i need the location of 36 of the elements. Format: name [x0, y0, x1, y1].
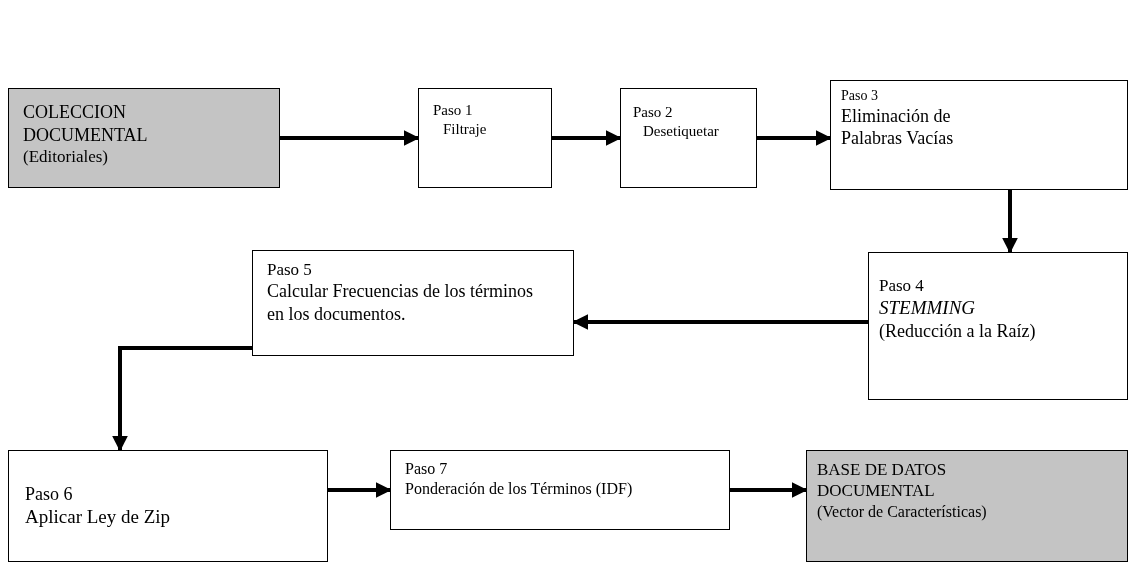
- process-box: [620, 88, 757, 188]
- arrow: [112, 346, 252, 452]
- step-title: Paso 3: [841, 87, 879, 105]
- process-box: [390, 450, 730, 530]
- step-text: Ponderación de los Términos (IDF): [405, 479, 634, 499]
- step-title: COLECCION DOCUMENTAL: [23, 101, 149, 146]
- arrow: [757, 130, 832, 146]
- step-text: (Vector de Características): [817, 501, 987, 522]
- arrow: [552, 130, 622, 146]
- step-title: Paso 7: [405, 459, 449, 479]
- arrow: [1002, 190, 1018, 254]
- step-text: Eliminación de Palabras Vacías: [841, 104, 955, 150]
- step-text: Filtraje: [443, 119, 488, 139]
- process-box: [830, 80, 1128, 190]
- step-text: (Reducción a la Raíz): [879, 320, 1037, 343]
- arrow: [730, 482, 808, 498]
- step-text: Calcular Frecuencias de los términos en los documentos.: [267, 280, 533, 326]
- arrow: [572, 314, 868, 330]
- process-box: [8, 450, 328, 562]
- step-title: Paso 4: [879, 275, 925, 297]
- step-text: STEMMING: [879, 296, 977, 320]
- arrow: [280, 130, 420, 146]
- step-title: Paso 1: [433, 101, 474, 120]
- step-text: Aplicar Ley de Zip: [25, 505, 172, 530]
- arrow: [328, 482, 392, 498]
- database-box: [806, 450, 1128, 562]
- process-box: [418, 88, 552, 188]
- process-box: [252, 250, 574, 356]
- step-text: Desetiquetar: [643, 121, 720, 141]
- step-title: Paso 5: [267, 259, 313, 281]
- step-title: Paso 6: [25, 482, 74, 506]
- step-title: Paso 2: [633, 103, 674, 122]
- process-box: [868, 252, 1128, 400]
- step-title: BASE DE DATOS DOCUMENTAL: [817, 459, 948, 502]
- step-text: (Editoriales): [23, 146, 109, 168]
- database-box: [8, 88, 280, 188]
